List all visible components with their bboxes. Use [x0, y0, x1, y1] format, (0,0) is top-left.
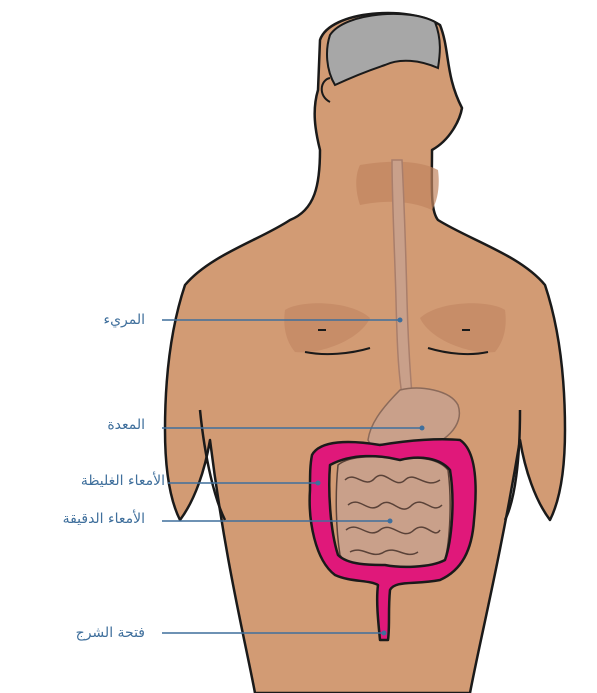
- label-anus: فتحة الشرج: [76, 624, 145, 642]
- body-silhouette: [165, 13, 565, 693]
- leader-dot-small-intestine: [388, 519, 393, 524]
- leader-dot-large-intestine: [316, 481, 321, 486]
- leader-dot-anus: [382, 631, 387, 636]
- leader-dot-esophagus: [398, 318, 403, 323]
- label-stomach: المعدة: [107, 416, 145, 434]
- leader-dot-stomach: [420, 426, 425, 431]
- label-esophagus: المريء: [103, 311, 145, 329]
- label-large-intestine: الأمعاء الغليظة: [81, 472, 165, 490]
- label-small-intestine: الأمعاء الدقيقة: [63, 510, 145, 528]
